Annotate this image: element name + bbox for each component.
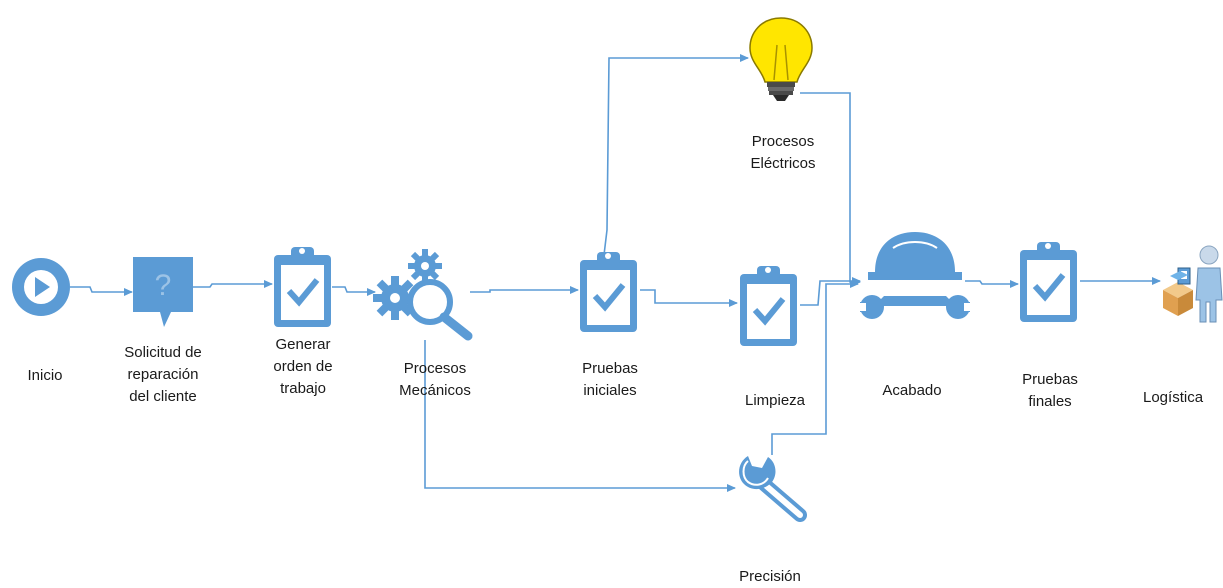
hardhat-wrench-icon [856, 232, 974, 319]
wrench-icon [739, 456, 807, 522]
gears-magnifier-icon [373, 249, 473, 341]
label-generar-orden: Generar orden de trabajo [273, 336, 333, 397]
label-acabado: Acabado [882, 382, 942, 399]
connector-mecanicos-precision [424, 340, 736, 492]
question-callout-icon: ? [133, 257, 193, 327]
label-pruebas-finales: Pruebas finales [1022, 371, 1078, 410]
label-pruebas-iniciales: Pruebas iniciales [582, 360, 638, 399]
label-solicitud: Solicitud de reparación del cliente [124, 344, 202, 405]
connector-solicitud-orden [193, 280, 273, 288]
clipboard-check-icon [740, 266, 797, 346]
label-logistica: Logística [1143, 389, 1204, 406]
connectors [70, 54, 1161, 492]
label-limpieza: Limpieza [744, 392, 806, 409]
connector-precision-acabado [771, 280, 859, 455]
connector-acabado-pruebas-finales [965, 280, 1019, 288]
connector-orden-mecanicos [332, 286, 376, 296]
label-inicio: Inicio [27, 367, 63, 384]
label-precision: Precisión [739, 568, 801, 585]
svg-text:?: ? [155, 269, 172, 302]
connector-mecanicos-pruebas [470, 286, 579, 294]
person-boxes-icon [1163, 245, 1223, 323]
clipboard-check-icon [274, 247, 331, 327]
connector-limpieza-acabado [800, 277, 861, 306]
lightbulb-icon [749, 17, 813, 101]
label-procesos-mecanicos: Procesos Mecánicos [399, 360, 471, 399]
connector-electricos-acabado [800, 92, 861, 286]
connector-pruebas-limpieza [640, 289, 738, 307]
label-procesos-electricos: Procesos Eléctricos [750, 133, 816, 172]
clipboard-check-icon [580, 252, 637, 332]
play-icon [12, 258, 70, 316]
connector-inicio-solicitud [70, 286, 133, 296]
connector-pruebas-electricos [603, 54, 749, 256]
clipboard-check-icon [1020, 242, 1077, 322]
